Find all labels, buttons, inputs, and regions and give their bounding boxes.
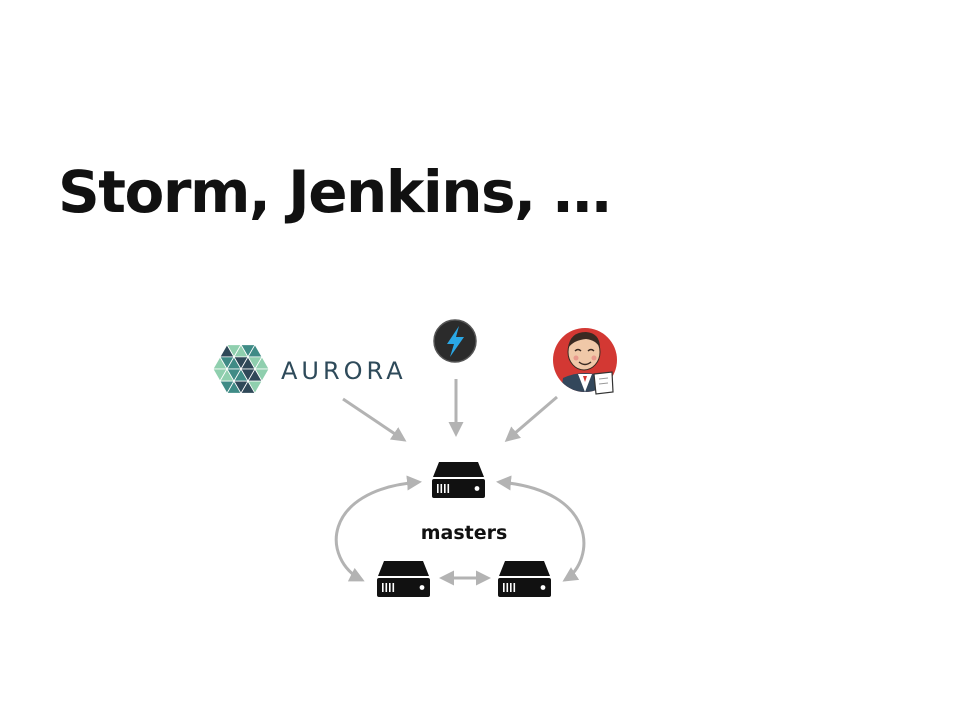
server-status-light xyxy=(540,585,546,590)
server-vent xyxy=(440,484,443,493)
server-top xyxy=(499,561,550,576)
master-server-top xyxy=(432,462,485,498)
storm-logo xyxy=(433,319,477,363)
server-vent xyxy=(503,583,505,592)
master-server-right xyxy=(498,561,551,597)
arrow-jenkins-to-master xyxy=(504,395,558,442)
lightning-bolt-icon xyxy=(447,326,464,357)
server-top xyxy=(378,561,429,576)
aurora-triangle xyxy=(247,380,263,395)
server-front xyxy=(498,578,551,597)
server-vent xyxy=(513,583,516,592)
server-vent xyxy=(510,583,512,592)
server-front xyxy=(377,578,430,597)
server-vent xyxy=(506,583,509,592)
master-server-left xyxy=(377,561,430,597)
aurora-wordmark: AURORA xyxy=(281,357,407,385)
server-vent xyxy=(437,484,439,493)
server-top xyxy=(433,462,484,477)
server-vent xyxy=(389,583,391,592)
aurora-triangle-icon xyxy=(212,343,270,395)
aurora-logo: AURORA xyxy=(212,343,407,395)
server-vent xyxy=(447,484,450,493)
server-front xyxy=(432,479,485,498)
masters-label: masters xyxy=(421,522,508,544)
arrow-curve-left xyxy=(334,475,422,582)
jenkins-logo xyxy=(553,328,617,395)
server-icon xyxy=(377,561,430,597)
server-status-light xyxy=(419,585,425,590)
server-icon xyxy=(432,462,485,498)
server-vent xyxy=(385,583,388,592)
aurora-triangle xyxy=(254,368,270,382)
arrow-curve-right xyxy=(496,475,586,582)
server-vent xyxy=(382,583,384,592)
arrow-aurora-to-master xyxy=(342,397,407,442)
slide-title: Storm, Jenkins, … xyxy=(58,158,611,226)
server-icon xyxy=(498,561,551,597)
server-status-light xyxy=(474,486,480,491)
server-vent xyxy=(392,583,395,592)
server-vent xyxy=(444,484,446,493)
